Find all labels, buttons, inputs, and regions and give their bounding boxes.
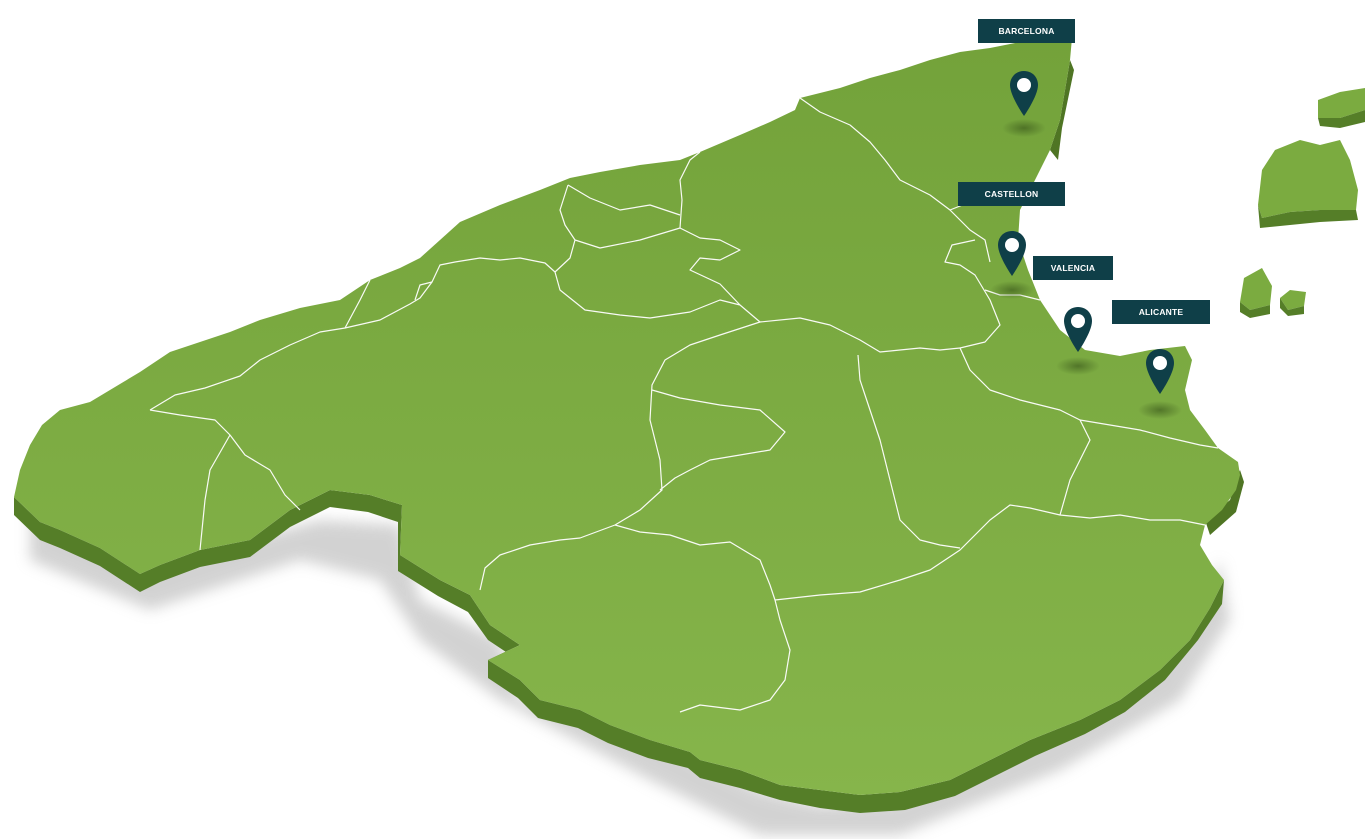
marker-alicante[interactable]: [1145, 348, 1175, 396]
map-pin-icon: [998, 231, 1026, 276]
map-shadow: [30, 505, 1230, 835]
label-alicante: ALICANTE: [1112, 300, 1210, 324]
island-formentera-side: [1280, 298, 1304, 316]
pin-shadow-valencia: [1056, 357, 1100, 375]
map-pin-icon: [1064, 307, 1092, 352]
pin-shadow-barcelona: [1002, 119, 1046, 137]
island-menorca-side: [1318, 110, 1365, 128]
label-castellon: CASTELLON: [958, 182, 1065, 206]
marker-castellon[interactable]: [997, 230, 1027, 278]
region-borders: [149, 97, 1219, 713]
island-menorca: [1318, 88, 1365, 118]
pin-shadow-alicante: [1138, 401, 1182, 419]
marker-barcelona[interactable]: [1009, 70, 1039, 118]
marker-valencia[interactable]: [1063, 306, 1093, 354]
label-barcelona: BARCELONA: [978, 19, 1075, 43]
map-pin-icon: [1010, 71, 1038, 116]
pin-shadow-castellon: [990, 281, 1034, 299]
island-mallorca-side: [1258, 205, 1358, 228]
island-formentera: [1280, 290, 1306, 310]
island-ibiza: [1240, 268, 1272, 310]
island-mallorca: [1258, 140, 1358, 218]
label-valencia: VALENCIA: [1033, 256, 1113, 280]
map-land: [14, 35, 1240, 795]
island-ibiza-side: [1240, 302, 1270, 318]
map-pin-icon: [1146, 349, 1174, 394]
